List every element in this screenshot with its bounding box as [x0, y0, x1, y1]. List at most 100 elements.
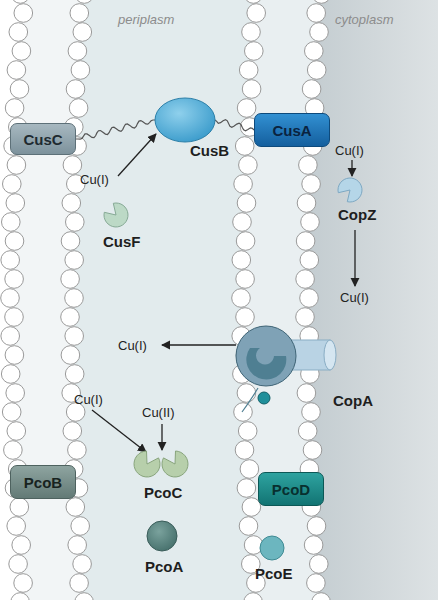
lipid-head	[296, 232, 315, 251]
protein-shape	[324, 340, 336, 370]
lipid-head	[6, 194, 25, 213]
shape-outline	[228, 318, 340, 418]
shape-outline	[100, 200, 132, 230]
lipid-head	[232, 251, 251, 270]
protein-shape	[260, 536, 284, 560]
lipid-head	[244, 0, 263, 3]
lipid-head	[69, 99, 88, 118]
lipid-head	[66, 213, 85, 232]
lipid-head	[307, 61, 326, 80]
lipid-head	[247, 4, 266, 23]
lipid-head	[12, 42, 31, 61]
lipid-head	[65, 289, 84, 308]
lipid-head	[234, 175, 253, 194]
lipid-head	[70, 4, 89, 23]
protein-shape	[134, 451, 160, 477]
lipid-head	[297, 384, 316, 403]
lipid-head	[240, 460, 259, 479]
lipid-head	[296, 308, 315, 327]
lipid-head	[236, 308, 255, 327]
lipid-head	[61, 308, 80, 327]
lipid-head	[301, 213, 320, 232]
shape-outline	[330, 176, 364, 206]
lipid-head	[312, 0, 331, 3]
lipid-head	[307, 574, 326, 593]
shape-outline	[130, 448, 194, 480]
copper-arrow	[118, 134, 156, 176]
lipid-head	[61, 232, 80, 251]
lipid-head	[238, 422, 257, 441]
lipid-head	[66, 80, 85, 99]
periplasm-region	[72, 0, 255, 600]
lipid-head	[1, 289, 20, 308]
lipid-head	[232, 289, 251, 308]
node-label: PcoB	[24, 474, 62, 491]
membrane-protein-box: PcoD	[258, 472, 324, 506]
node-label: PcoE	[255, 565, 293, 582]
protein-shape	[246, 348, 286, 380]
copper-arrow	[92, 410, 146, 452]
membrane-protein-box: CusC	[10, 123, 76, 155]
lipid-head	[2, 403, 21, 422]
lipid-head	[63, 156, 82, 175]
lipid-head	[237, 99, 256, 118]
cytoplasm-region	[307, 0, 438, 600]
lipid-head	[10, 498, 29, 517]
lipid-head	[310, 23, 329, 42]
shape-outline	[140, 520, 180, 554]
arrow-group	[92, 134, 355, 452]
lipid-head	[73, 23, 92, 42]
lipid-head	[302, 80, 321, 99]
lipid-head	[68, 42, 87, 61]
copper-arrow	[162, 344, 236, 345]
lipid-head	[302, 175, 321, 194]
lipid-head	[234, 403, 253, 422]
copper-arrow	[351, 160, 352, 176]
node-label: PcoD	[272, 481, 310, 498]
ion-label: Cu(I)	[74, 392, 103, 407]
copper-arrow	[161, 424, 162, 450]
lipid-head	[63, 422, 82, 441]
protein-shape	[104, 203, 128, 227]
lipid-head	[300, 289, 319, 308]
lipid-head	[66, 498, 85, 517]
lipid-head	[245, 42, 264, 61]
lipid-head	[71, 61, 90, 80]
lipid-head	[296, 270, 315, 289]
protein-circle: PcoA	[140, 520, 195, 578]
lipid-head	[304, 536, 323, 555]
shape-outline	[150, 96, 222, 144]
lipid-head	[307, 4, 326, 23]
protein-ellipse: CusB	[150, 96, 234, 160]
lipid-head	[305, 42, 324, 61]
copper-arrow	[354, 230, 355, 286]
lipid-head	[233, 213, 252, 232]
lipid-head	[310, 555, 329, 574]
chaperone-circle: CopZ	[330, 176, 382, 230]
lipid-head	[14, 574, 33, 593]
lipid-head	[75, 0, 94, 3]
protein-shape	[147, 521, 177, 551]
lipid-head	[239, 517, 258, 536]
lipid-head	[237, 384, 256, 403]
lipid-head	[303, 441, 322, 460]
chaperone-circle: CusF	[100, 200, 148, 252]
lipid-head	[70, 574, 89, 593]
lipid-head	[5, 346, 24, 365]
ion-label: Cu(I)	[80, 172, 109, 187]
region-label: cytoplasm	[335, 12, 394, 27]
lipid-head	[7, 422, 26, 441]
node-label: CopA	[333, 392, 373, 409]
protein-shape	[155, 98, 215, 142]
lipid-head	[235, 441, 254, 460]
lipid-head	[5, 232, 24, 251]
protein-shape	[338, 178, 362, 202]
protein-shape	[236, 326, 296, 386]
lipid-head	[6, 384, 25, 403]
protein-shape	[258, 392, 270, 404]
lipid-head	[12, 536, 31, 555]
protein-circle: PcoE	[252, 533, 304, 588]
lipid-head	[61, 270, 80, 289]
